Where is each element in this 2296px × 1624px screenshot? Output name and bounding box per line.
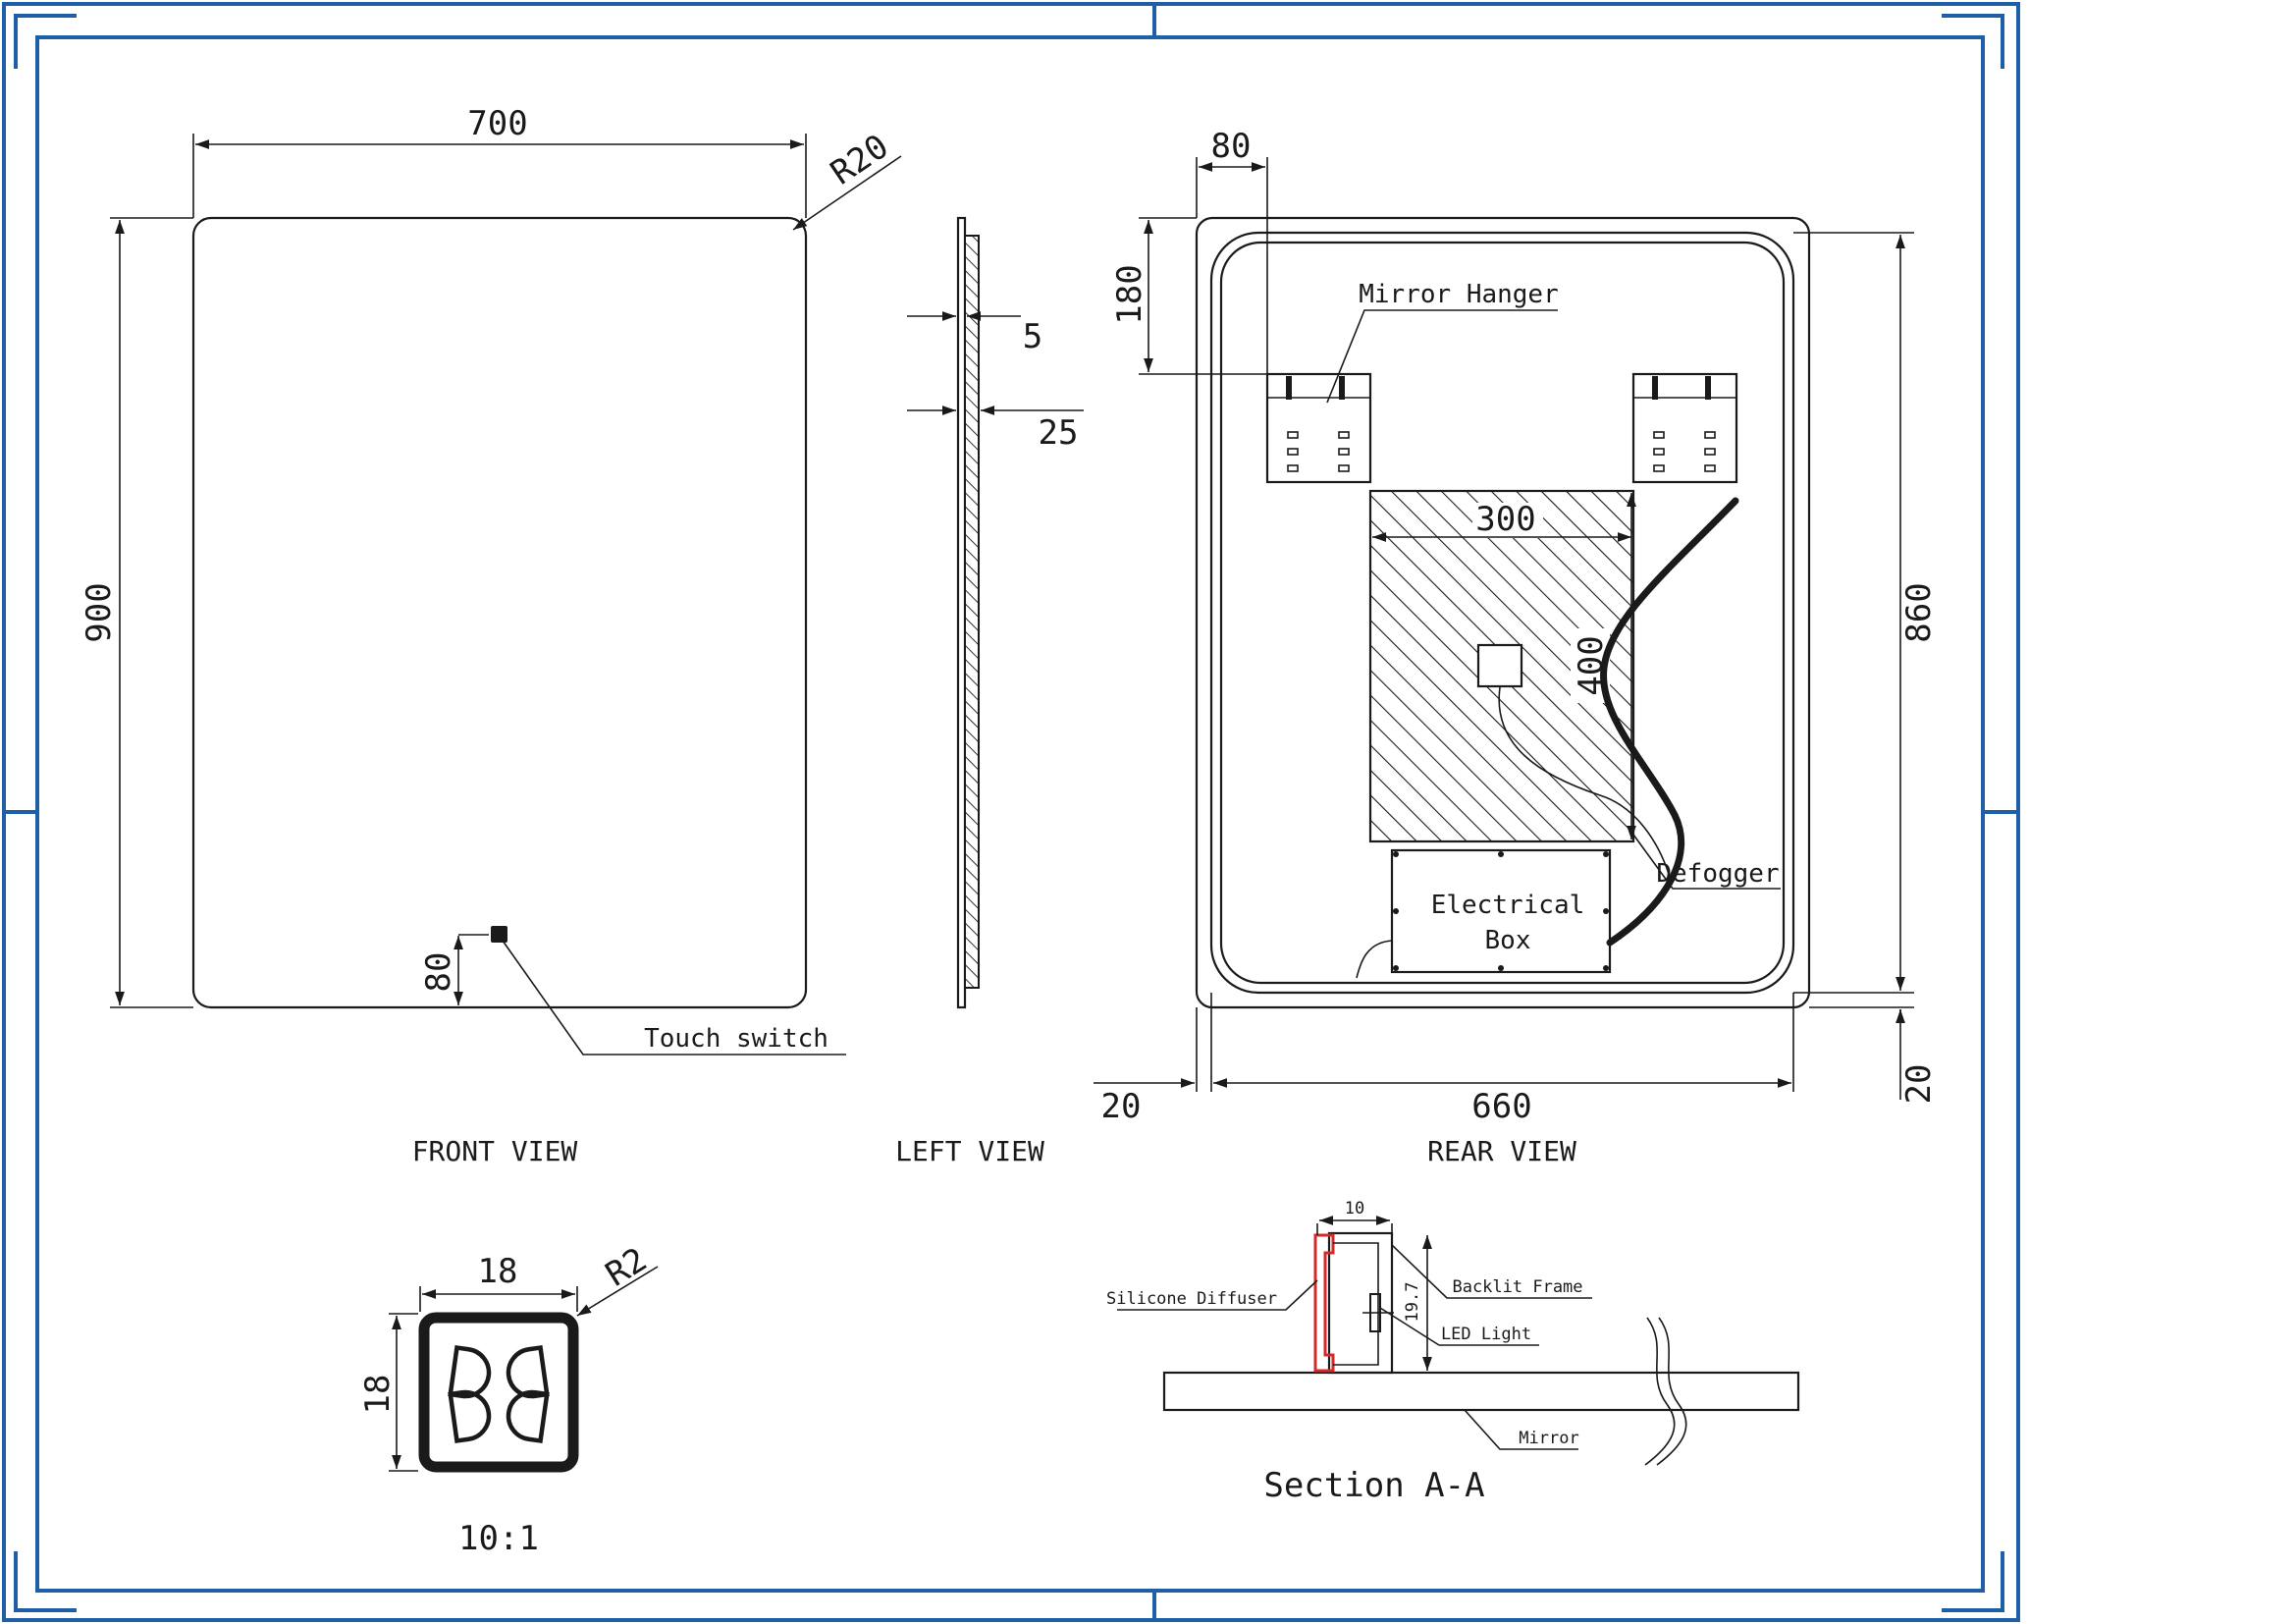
detail-scale: 10:1 (458, 1519, 539, 1558)
detail-width-dim: 18 (478, 1252, 518, 1291)
backlit-frame-label: Backlit Frame (1452, 1277, 1582, 1297)
mirror-label: Mirror (1519, 1429, 1578, 1448)
section-backlit-frame (1327, 1231, 1394, 1375)
rear-backlit-frame-inner (1219, 241, 1786, 985)
rear-backlit-frame-outer (1209, 231, 1795, 995)
left-dim-small: 5 (1023, 317, 1042, 356)
switch-offset-dim: 80 (419, 952, 458, 993)
hanger-offset-y-dim: 180 (1110, 264, 1149, 324)
electrical-box (1390, 848, 1612, 974)
defogger-label: Defogger (1656, 859, 1779, 889)
left-dim-large: 25 (1039, 413, 1079, 453)
defogger-width-dim: 300 (1475, 500, 1535, 539)
section-width-dim: 10 (1345, 1199, 1364, 1218)
detail-height-dim: 18 (358, 1375, 398, 1415)
side-hatched-frame (964, 235, 980, 989)
left-view-title: LEFT VIEW (895, 1135, 1044, 1167)
front-view-title: FRONT VIEW (412, 1135, 578, 1167)
mirror-hanger-label: Mirror Hanger (1359, 280, 1559, 309)
section-title: Section A-A (1263, 1466, 1484, 1505)
switch-detail: 18 18 R2 10:1 (358, 1240, 659, 1558)
power-cable (1600, 497, 1739, 947)
section-mirror (1162, 1371, 1800, 1412)
section-a-a: 10 19.7 Silicone Diffuser Backlit Frame … (1106, 1199, 1800, 1505)
frame-inset-bottom-dim: 20 (1899, 1064, 1939, 1105)
switch-symbol-icon (448, 1345, 550, 1443)
frame-width-dim: 660 (1471, 1087, 1531, 1126)
front-corner-radius: R20 (824, 127, 895, 193)
section-height-dim: 19.7 (1403, 1282, 1422, 1323)
drawing-frame (2, 2, 2020, 1622)
detail-radius: R2 (599, 1240, 654, 1295)
hanger-offset-x-dim: 80 (1211, 127, 1252, 166)
left-view: 5 25 LEFT VIEW (895, 216, 1084, 1167)
front-height-dim: 900 (80, 582, 119, 642)
section-silicone-diffuser (1313, 1233, 1335, 1373)
led-light-label: LED Light (1441, 1325, 1531, 1344)
rear-view-title: REAR VIEW (1427, 1135, 1576, 1167)
frame-height-dim: 860 (1899, 582, 1939, 642)
switch-detail-body (418, 1312, 579, 1473)
electrical-box-line2: Box (1485, 926, 1531, 955)
mirror-outline (191, 216, 808, 1009)
touch-switch-icon (491, 926, 507, 943)
mirror-hanger-right (1631, 372, 1738, 484)
frame-inset-left-dim: 20 (1101, 1087, 1142, 1126)
electrical-box-line1: Electrical (1431, 891, 1585, 920)
rear-view: 80 180 Mirror Hanger 300 400 Defogger El… (1094, 127, 1939, 1167)
mirror-hanger-left (1265, 372, 1372, 484)
front-view: 700 R20 900 80 Touch switch FRONT VIEW (80, 104, 902, 1167)
silicone-diffuser-label: Silicone Diffuser (1106, 1289, 1277, 1309)
front-width-dim: 700 (467, 104, 527, 143)
rear-outer-outline (1195, 216, 1811, 1009)
touch-switch-label: Touch switch (644, 1024, 828, 1054)
side-glass (956, 216, 967, 1009)
defogger-connector (1476, 643, 1523, 688)
